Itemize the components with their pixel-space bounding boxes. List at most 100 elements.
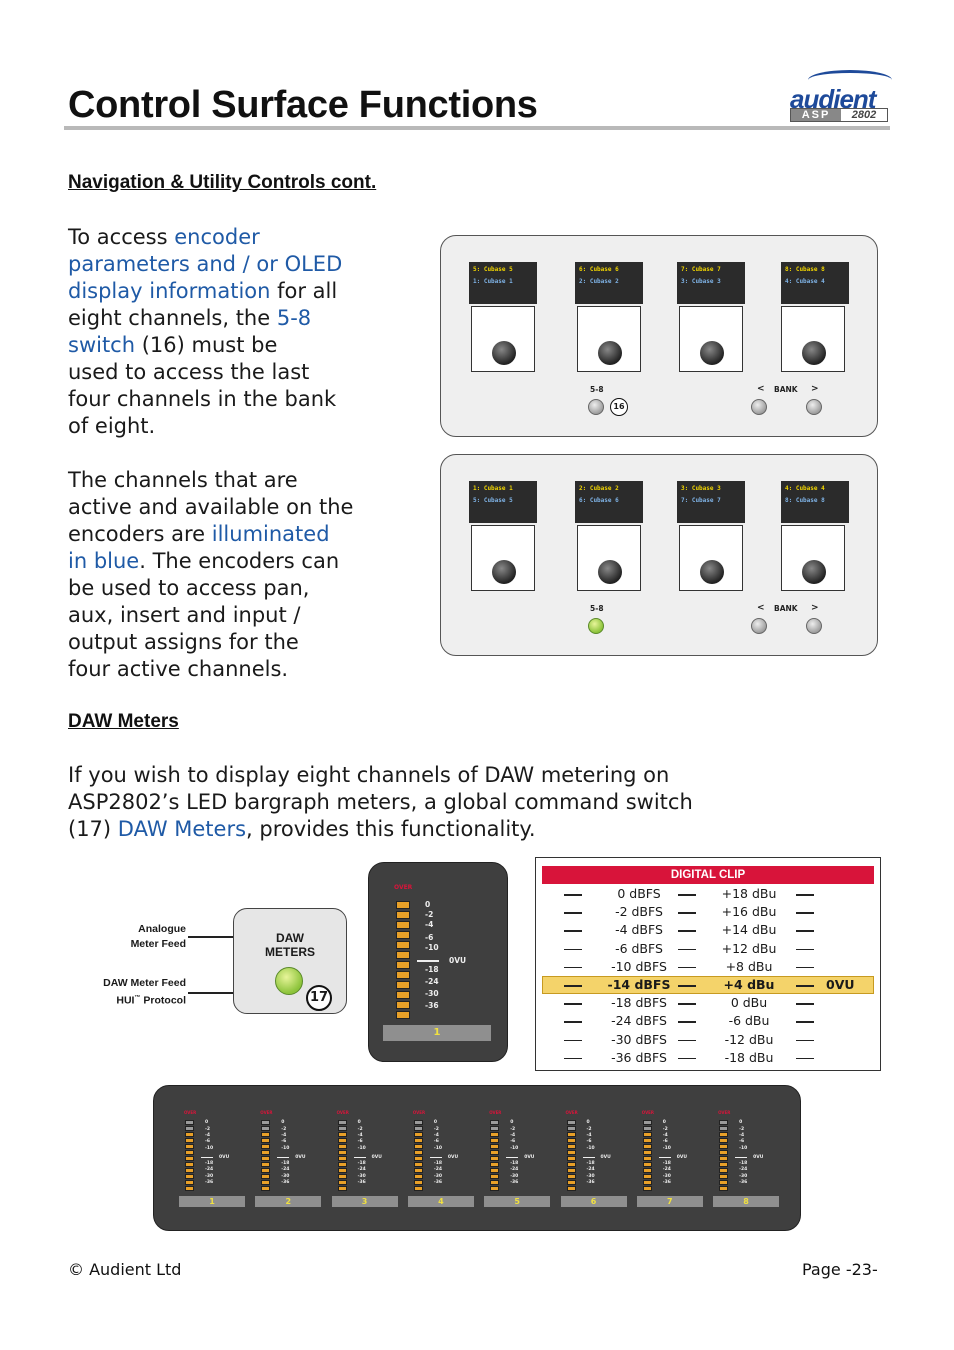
meter-led-segment [185,1174,194,1179]
encoder-knob[interactable] [492,341,516,365]
oled-line-bottom: 1: Cubase 1 [473,278,513,285]
bank-left-button[interactable] [751,399,767,415]
row-dash [564,912,582,914]
encoder-knob[interactable] [598,341,622,365]
label-protocol: Protocol [143,994,186,1007]
connector-line [188,992,234,994]
meter-over-label: OVER [260,1110,273,1115]
meter-led-segment [185,1120,194,1125]
dbu-value: 0 dBu [730,995,768,1011]
row-dash [796,1003,814,1005]
meter-scale-label: -6 [510,1139,516,1144]
encoder-knob[interactable] [802,560,826,584]
meter-ovu-label: 0VU [371,1155,382,1160]
bank-right-button[interactable] [806,618,822,634]
meter-led-segment [337,1168,347,1173]
meter-ovu-label: 0VU [449,956,467,965]
meter-scale-label: -10 [357,1146,366,1151]
row-dash [678,1003,696,1005]
meter-scale-label: -6 [433,1139,439,1144]
text-run: of eight. [68,414,156,438]
5-8-switch[interactable] [588,399,604,415]
meter-led-segment [185,1132,194,1137]
channel-strip: 3 [331,1196,398,1207]
meter-scale-label: -36 [281,1180,290,1185]
daw-meters-switch[interactable] [275,967,303,995]
meter-scale-label: -24 [662,1167,671,1172]
meter-led-segment [396,1001,410,1009]
channel-strip: 4 [407,1196,474,1207]
meter-led-segment [413,1144,423,1149]
table-row: -24 dBFS-6 dBu [536,1012,882,1030]
row-dash [796,1039,814,1042]
bank-right-label: > [811,603,819,613]
meter-led-segment [413,1138,423,1143]
connector-line [188,936,234,938]
dbfs-value: -14 dBFS [607,977,671,992]
meter-led-segment [261,1186,271,1191]
meter-scale-label: -2 [586,1127,592,1132]
meter-led-segment [337,1120,347,1125]
meter-scale-label: -2 [662,1127,668,1132]
meter-led-segment [642,1144,652,1149]
table-row: -6 dBFS+12 dBu [536,940,882,958]
meter-led-segment [642,1156,652,1161]
dbfs-value: -18 dBFS [611,995,667,1011]
meter-led-segment [490,1150,500,1155]
encoder-knob[interactable] [802,341,826,365]
meter-led-segment [396,951,410,959]
meter-led-segment [261,1132,271,1137]
meter-scale-label: -2 [281,1127,287,1132]
dbfs-value: 0 dBFS [617,886,661,901]
meter-scale-label: -18 [205,1161,214,1166]
dbu-value: -18 dBu [724,1049,774,1065]
channel-strip: 5 [484,1196,551,1207]
5-8-switch-lit[interactable] [588,618,604,634]
meter-scale-label: -18 [510,1161,519,1166]
ovu-tick [735,1157,748,1158]
meter-scale-label: -2 [739,1127,745,1132]
meter-scale-label: -10 [586,1146,595,1151]
encoder-knob[interactable] [598,560,622,584]
encoder-knob[interactable] [492,560,516,584]
meter-scale-label: -24 [205,1167,214,1172]
table-row: -2 dBFS+16 dBu [536,903,882,921]
bank-left-label: < [757,603,765,613]
encoder-housing [781,306,845,372]
meter-led-segment [719,1186,729,1191]
row-dash [564,1057,582,1060]
meter-led-segment [490,1168,500,1173]
meter-led-segment [490,1156,500,1161]
text-run-blue: 5-8 [276,306,312,330]
encoder-knob[interactable] [700,341,724,365]
daw-feed-label: DAW Meter Feed HUI™ Protocol [60,976,186,1009]
meter-led-segment [396,911,410,919]
meter-led-segment [337,1162,347,1167]
meter-over-label: OVER [489,1110,502,1115]
oled-line-top: 5: Cubase 5 [473,266,513,273]
footer-copyright: © Audient Ltd [68,1260,182,1279]
channel-strip: 8 [713,1196,780,1207]
dbfs-value: -4 dBFS [615,922,663,938]
channel-strip: 1 [179,1196,245,1207]
ovu-tick [417,960,439,962]
ovu-tick [658,1157,671,1158]
bank-left-button[interactable] [751,618,767,634]
table-row: -18 dBFS 0 dBu [536,994,882,1012]
channel-strip: 7 [636,1196,703,1207]
meter-scale-label: -30 [281,1174,290,1179]
bank-right-button[interactable] [806,399,822,415]
encoder-knob[interactable] [700,560,724,584]
meter-scale-label: -18 [433,1161,443,1166]
title-rule [64,126,890,130]
row-dash [564,1003,582,1005]
ovu-tick [506,1157,519,1158]
page-title: Control Surface Functions [68,84,538,126]
meter-led-segment [261,1156,271,1161]
text-run: eight channels, the [68,306,277,330]
